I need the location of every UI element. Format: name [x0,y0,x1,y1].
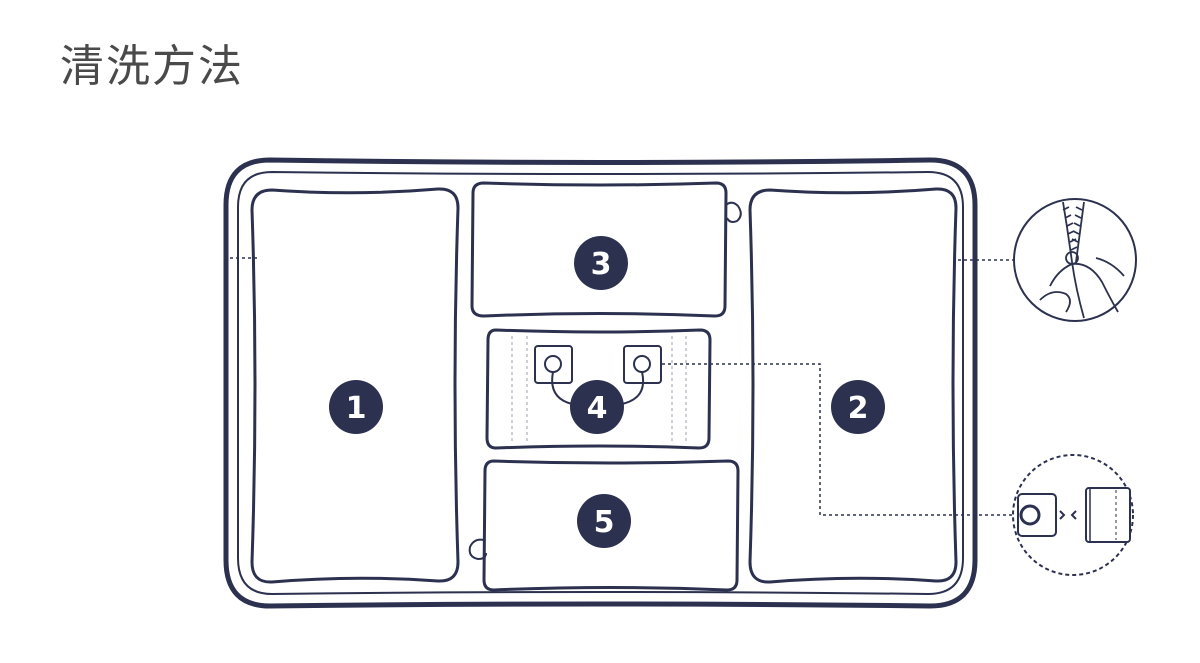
badge-3-label: 3 [591,247,612,282]
zipper-pull-icon [1039,201,1125,319]
badge-1-label: 1 [346,391,367,426]
badge-2: 2 [831,380,885,434]
badge-5: 5 [577,494,631,548]
badge-1: 1 [329,380,383,434]
zipper-callout [1013,198,1137,322]
leader-connector [662,363,1018,516]
badge-4-label: 4 [587,391,608,426]
connector-left-icon [534,345,573,384]
connector-detach-icon [1017,487,1131,543]
mat-inner-outline [237,170,964,596]
loop-top-icon [725,201,742,223]
badge-3: 3 [574,236,628,290]
loop-bottom-icon [468,538,487,561]
connector-callout [1012,454,1134,576]
connector-wire [551,371,644,405]
badge-2-label: 2 [848,391,869,426]
badge-5-label: 5 [594,505,615,540]
page-title: 清洗方法 [60,41,244,92]
badge-4: 4 [570,380,624,434]
